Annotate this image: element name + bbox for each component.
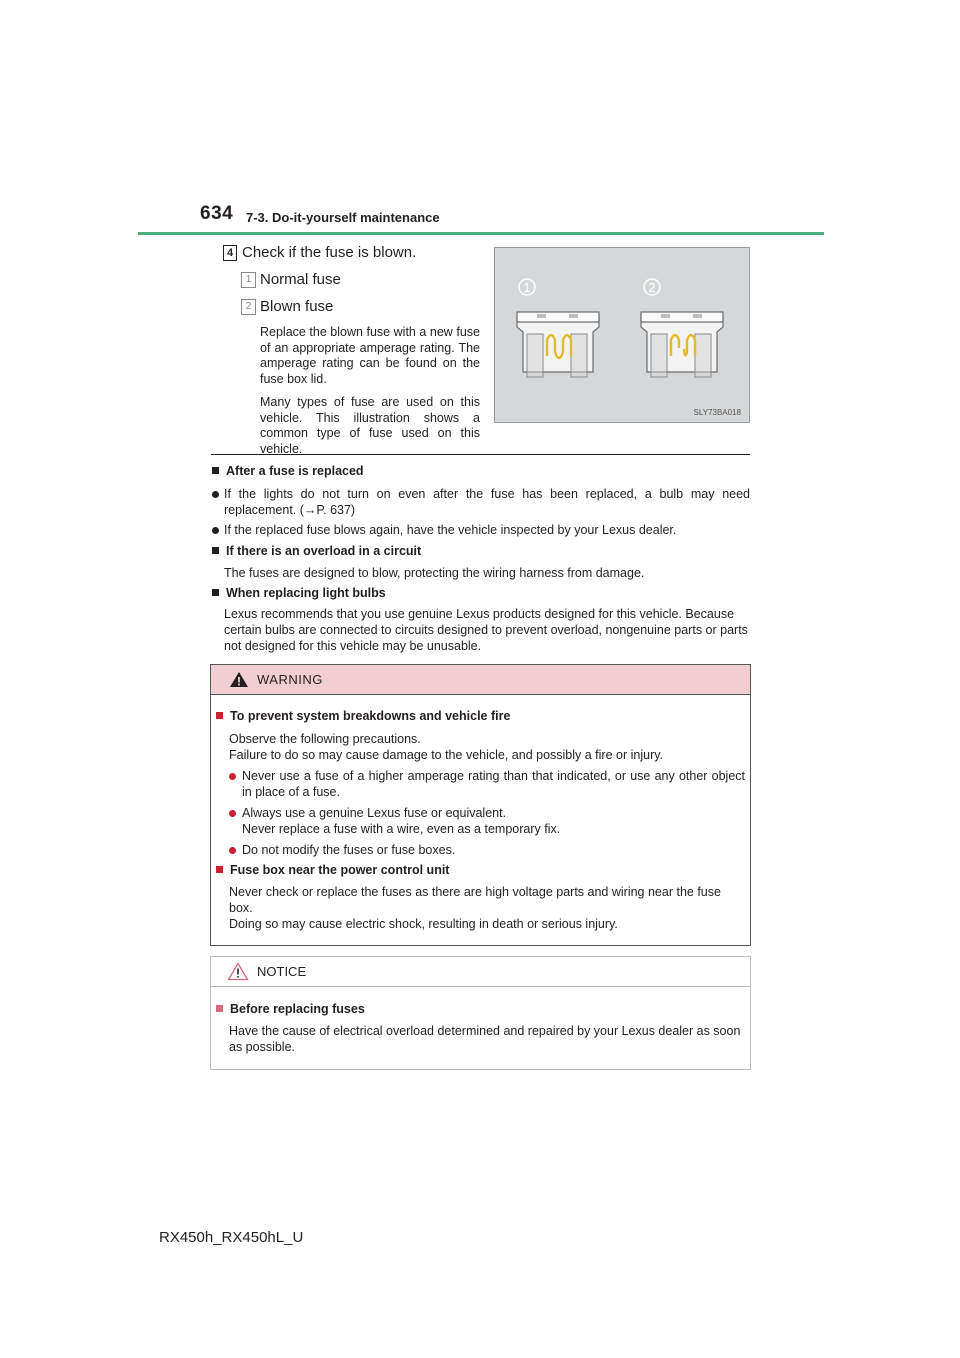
warning-line-failure: Failure to do so may cause damage to the… — [229, 748, 664, 762]
note-heading-fuse-replaced: After a fuse is replaced — [212, 464, 364, 478]
page-number: 634 — [200, 203, 234, 224]
warning-box: WARNING To prevent system breakdowns and… — [210, 664, 751, 946]
note-bullet-bulb-replacement: If the lights do not turn on even after … — [224, 487, 750, 517]
bullet-marker — [229, 847, 236, 854]
notice-heading-before-replacing: Before replacing fuses — [216, 1002, 365, 1016]
warning-title: WARNING — [257, 672, 323, 687]
normal-fuse-icon — [516, 311, 600, 378]
step-description-1: Replace the blown fuse with a new fuse o… — [260, 325, 480, 386]
notice-box: NOTICE Before replacing fuses Have the c… — [210, 956, 751, 1070]
notice-text: Have the cause of electrical overload de… — [229, 1024, 741, 1054]
warning-bullet-no-modify: Do not modify the fuses or fuse boxes. — [242, 843, 456, 857]
warning-bullet-amperage: Never use a fuse of a higher amperage ra… — [242, 769, 745, 799]
warning-line-observe: Observe the following precautions. — [229, 732, 421, 746]
note-text-overload: The fuses are designed to blow, protecti… — [224, 566, 645, 580]
note-heading-overload: If there is an overload in a circuit — [212, 544, 421, 558]
notice-triangle-icon — [227, 962, 249, 981]
warning-line-electric-shock: Doing so may cause electric shock, resul… — [229, 917, 618, 931]
step-instruction: Check if the fuse is blown. — [242, 244, 417, 261]
callout-circle-2 — [643, 278, 661, 296]
callout-1-badge: 1 — [241, 272, 256, 288]
notice-title: NOTICE — [257, 964, 307, 979]
note-heading-light-bulbs: When replacing light bulbs — [212, 586, 386, 600]
bullet-marker — [229, 810, 236, 817]
callout-num-2: 2 — [648, 280, 655, 295]
section-divider — [211, 454, 750, 455]
warning-bullet-genuine-fuse: Always use a genuine Lexus fuse or equiv… — [242, 806, 507, 820]
callout-2-badge: 2 — [241, 299, 256, 315]
illustration-code: SLY73BA018 — [694, 408, 742, 417]
callout-circle-1 — [518, 278, 536, 296]
bullet-marker — [212, 491, 219, 498]
header-rule — [138, 232, 824, 235]
warning-bullet-no-wire: Never replace a fuse with a wire, even a… — [242, 822, 561, 836]
callout-num-1: 1 — [523, 280, 530, 295]
bullet-marker — [212, 527, 219, 534]
warning-heading-fuse-box-pcu: Fuse box near the power control unit — [216, 863, 449, 877]
warning-line-high-voltage: Never check or replace the fuses as ther… — [229, 885, 721, 915]
callout-1-label: Normal fuse — [260, 271, 341, 288]
note-text-light-bulbs: Lexus recommends that you use genuine Le… — [224, 607, 748, 653]
step-description-2: Many types of fuse are used on this vehi… — [260, 395, 480, 456]
fuse-illustration: 1 2 SLY73BA018 — [494, 247, 750, 423]
warning-heading-system-breakdowns: To prevent system breakdowns and vehicle… — [216, 709, 510, 723]
footer-model: RX450h_RX450hL_U — [159, 1229, 304, 1246]
warning-header: WARNING — [211, 665, 750, 695]
notice-header: NOTICE — [211, 957, 750, 987]
note-bullet-fuse-blows-again: If the replaced fuse blows again, have t… — [224, 523, 677, 537]
fuse-illustration-svg: 1 2 SLY73BA018 — [516, 278, 742, 417]
callout-2-label: Blown fuse — [260, 298, 334, 315]
bullet-marker — [229, 773, 236, 780]
blown-fuse-icon — [640, 311, 724, 378]
step-number-badge: 4 — [223, 245, 237, 261]
section-title: 7-3. Do-it-yourself maintenance — [246, 210, 440, 225]
warning-triangle-icon — [230, 672, 248, 687]
